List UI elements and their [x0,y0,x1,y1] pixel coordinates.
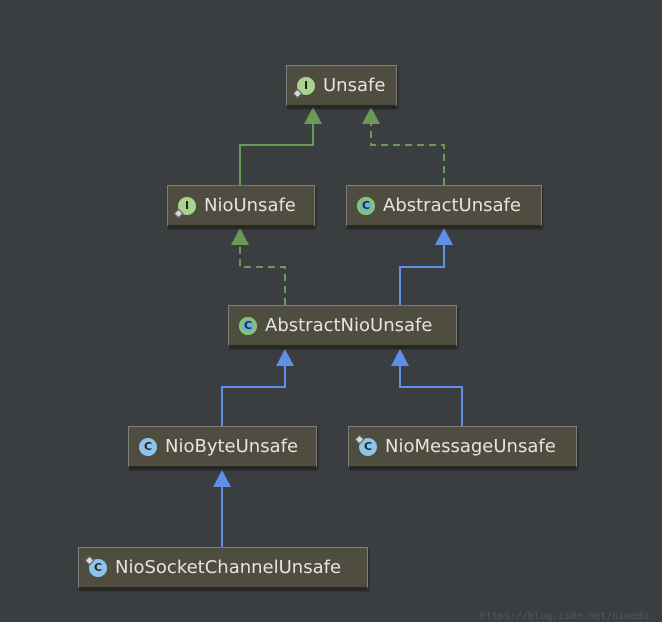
class-badge-letter: C [143,440,153,453]
node-label: AbstractNioUnsafe [265,315,433,336]
node-abstract-unsafe[interactable]: C AbstractUnsafe [346,185,542,227]
node-nio-socket-channel-unsafe[interactable]: C NioSocketChannelUnsafe [78,547,368,589]
modifier-icon [292,88,303,98]
node-label: NioUnsafe [204,195,296,216]
node-label: NioMessageUnsafe [385,436,556,457]
node-label: NioByteUnsafe [165,436,299,457]
class-icon: C [139,437,157,456]
abstract-class-badge-letter: C [361,199,371,212]
class-badge-letter: C [363,440,373,453]
arrowhead-niobyteunsafe [213,470,231,487]
node-nio-byte-unsafe[interactable]: C NioByteUnsafe [128,426,317,468]
class-badge-letter: C [93,561,103,574]
edge-niounsafe-to-unsafe [239,124,314,185]
arrowhead-abstractniounsafe-left [276,349,294,366]
class-icon: C [354,434,377,456]
node-abstract-nio-unsafe[interactable]: C AbstractNioUnsafe [228,305,457,347]
node-label: NioSocketChannelUnsafe [115,557,342,578]
arrowhead-unsafe-left [304,107,322,124]
class-icon: C [84,555,107,577]
node-nio-message-unsafe[interactable]: C NioMessageUnsafe [348,426,577,468]
watermark-url: https://blog.csdn.net/ninedu [480,611,649,622]
arrowhead-niounsafe [231,228,249,245]
node-nio-unsafe[interactable]: I NioUnsafe [167,185,315,227]
edge-abstractunsafe-to-unsafe [370,124,445,185]
modifier-icon [354,434,365,444]
abstract-class-icon: C [357,196,375,215]
edge-abstractniounsafe-to-abstractunsafe [399,245,445,305]
edge-niobyteunsafe-to-abstractniounsafe [221,366,286,426]
edge-abstractniounsafe-to-niounsafe [239,245,286,305]
modifier-icon [84,555,95,565]
modifier-icon [173,208,184,218]
node-label: AbstractUnsafe [383,195,521,216]
arrowhead-unsafe-right [362,107,380,124]
interface-badge-letter: I [184,199,190,212]
abstract-class-badge-letter: C [243,319,253,332]
arrowhead-abstractunsafe [435,228,453,245]
interface-icon: I [292,76,315,98]
abstract-class-icon: C [239,316,257,335]
node-unsafe[interactable]: I Unsafe [286,65,397,107]
interface-badge-letter: I [303,79,309,92]
edge-niomessageunsafe-to-abstractniounsafe [399,366,463,426]
node-label: Unsafe [323,75,386,96]
arrowhead-abstractniounsafe-right [391,349,409,366]
interface-icon: I [173,196,196,218]
